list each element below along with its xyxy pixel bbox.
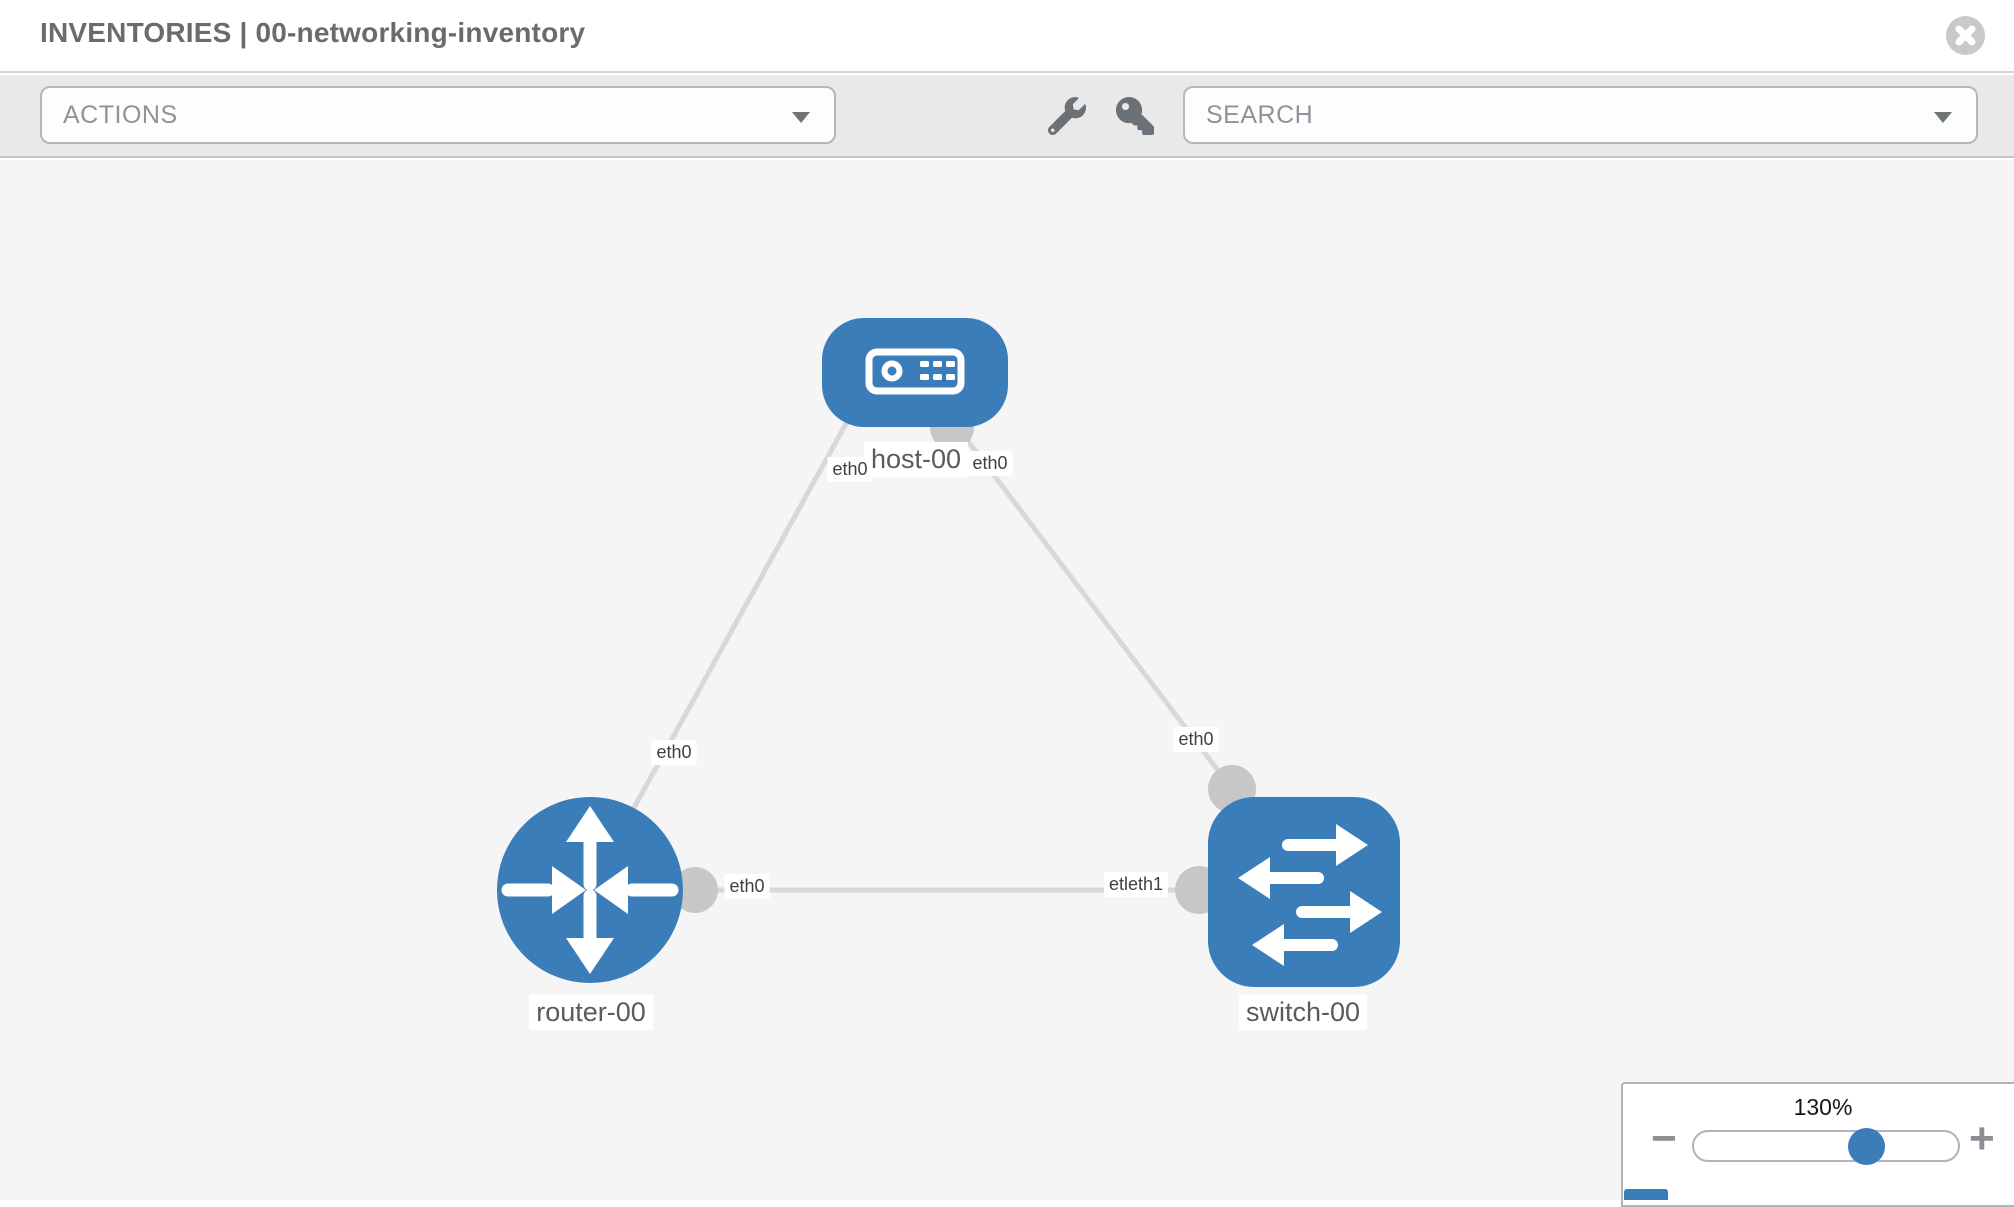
- topology-canvas[interactable]: [0, 160, 2014, 1200]
- zoom-slider-track[interactable]: [1692, 1130, 1960, 1162]
- zoom-slider-thumb[interactable]: [1848, 1128, 1885, 1165]
- interface-label-switch-top: eth0: [1173, 727, 1219, 752]
- toolbar: ACTIONS: [0, 75, 2014, 158]
- zoom-level-value: 130%: [1793, 1094, 1853, 1120]
- interface-label-host-right: eth0: [967, 451, 1013, 476]
- chevron-down-icon: [1934, 112, 1952, 123]
- interface-label-switch-left: etleth1: [1103, 872, 1169, 897]
- node-label-switch[interactable]: switch-00: [1238, 995, 1368, 1030]
- interface-label-host-left: eth0: [827, 457, 873, 482]
- key-icon: [1116, 97, 1154, 135]
- header-bar: INVENTORIES | 00-networking-inventory: [0, 0, 2014, 73]
- interface-connectors: [672, 406, 1256, 914]
- key-legend-button-partial[interactable]: [1624, 1189, 1668, 1200]
- node-router[interactable]: [497, 797, 683, 983]
- close-icon: [1955, 25, 1976, 46]
- search-input[interactable]: [1185, 100, 1858, 130]
- node-host[interactable]: [822, 318, 1008, 427]
- node-label-host[interactable]: host-00: [863, 442, 969, 477]
- link-lines: [627, 417, 1235, 893]
- zoom-control-panel: 130% − +: [1621, 1082, 2014, 1207]
- key-button[interactable]: [1116, 97, 1154, 135]
- route-arrows-icon: [501, 806, 679, 974]
- interface-label-router-top: eth0: [651, 740, 697, 765]
- zoom-in-button[interactable]: +: [1969, 1114, 1995, 1163]
- actions-dropdown-label: ACTIONS: [63, 100, 178, 129]
- exchange-arrows-icon: [1238, 824, 1382, 966]
- interface-label-router-right: eth0: [724, 874, 770, 899]
- connector-router-right[interactable]: [672, 867, 718, 913]
- close-button[interactable]: [1946, 16, 1985, 55]
- wrench-icon: [1047, 97, 1086, 136]
- server-icon: [865, 348, 965, 395]
- node-label-router[interactable]: router-00: [529, 995, 653, 1030]
- actions-dropdown[interactable]: ACTIONS: [40, 86, 836, 144]
- node-switch[interactable]: [1208, 797, 1400, 987]
- wrench-button[interactable]: [1047, 97, 1086, 136]
- page-title: INVENTORIES | 00-networking-inventory: [40, 17, 586, 48]
- zoom-out-button[interactable]: −: [1651, 1114, 1677, 1163]
- chevron-down-icon: [792, 112, 810, 123]
- search-dropdown[interactable]: [1183, 86, 1978, 144]
